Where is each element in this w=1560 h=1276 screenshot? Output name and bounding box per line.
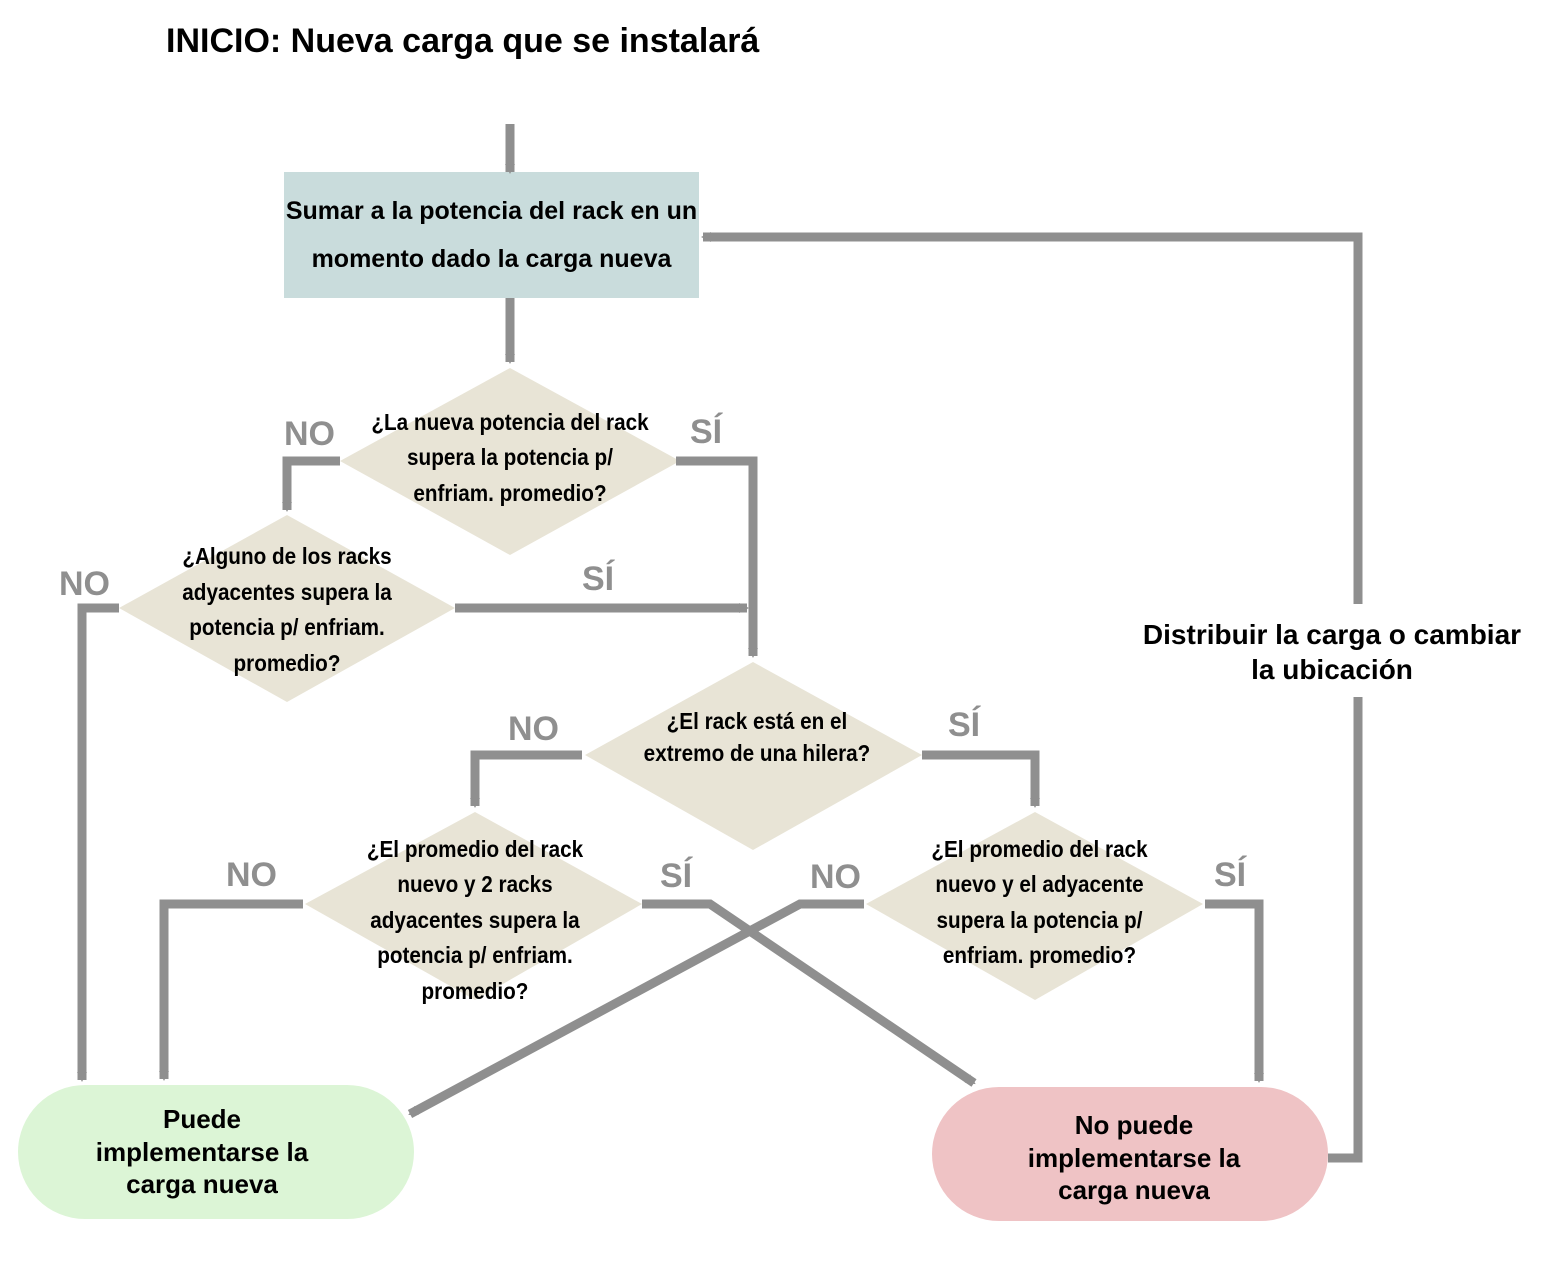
connectors (77, 124, 1363, 1163)
text-line: promedio? (233, 649, 341, 676)
text-line: nuevo y el adyacente (935, 871, 1144, 897)
text-line: adyacentes supera la (370, 906, 580, 933)
text-line: potencia p/ enfriam. (189, 614, 385, 640)
text-line: Sumar a la potencia del rack en un (285, 197, 698, 225)
decision-diamond-4 (305, 812, 642, 1000)
loop-text-distribuir: Distribuir la carga o cambiar la ubicaci… (1118, 612, 1546, 692)
text-line: carga nueva (1058, 1175, 1210, 1206)
text-line: supera la potencia p/ (407, 444, 613, 471)
process-box-sumar (284, 172, 699, 298)
text-line: Distribuir la carga o cambiar (1142, 619, 1522, 650)
edge-d3-si (922, 750, 1040, 808)
edge-label-d5-no: NO (810, 858, 861, 896)
decision-text-2: ¿Alguno de los racks adyacentes supera l… (136, 525, 438, 695)
decision-diamond-2 (119, 515, 455, 702)
text-line: nuevo y 2 racks (397, 871, 553, 898)
edge-label-d1-si: SÍ (690, 413, 723, 451)
text-line: carga nueva (126, 1169, 278, 1200)
edge-label-d2-no: NO (59, 565, 110, 603)
decision-text-5: ¿El promedio del rack nuevo y el adyacen… (883, 830, 1195, 975)
text-line: adyacentes supera la (182, 578, 392, 605)
edge-label-d4-si: SÍ (660, 857, 693, 895)
edge-loop-upper (701, 232, 1363, 604)
edge-d5-si (1205, 899, 1264, 1083)
terminal-text-puede: Puede implementarse la carga nueva (18, 1100, 386, 1204)
edge-label-d2-si: SÍ (582, 560, 615, 598)
text-line: ¿El promedio del rack (931, 835, 1148, 862)
terminal-no-puede (932, 1087, 1328, 1221)
edge-label-d3-no: NO (508, 710, 559, 748)
process-text-sumar: Sumar a la potencia del rack en un momen… (250, 172, 733, 298)
text-line: momento dado la carga nueva (311, 245, 672, 273)
decision-text-1: ¿La nueva potencia del rack supera la po… (357, 378, 663, 538)
decision-diamond-1 (340, 368, 680, 555)
edge-d1-si (676, 456, 758, 658)
text-line: potencia p/ enfriam. (377, 942, 573, 969)
edge-loop-lower (1328, 697, 1363, 1163)
edge-d5-no (407, 899, 864, 1118)
terminal-text-no-puede: No puede implementarse la carga nueva (940, 1106, 1328, 1210)
edge-label-d1-no: NO (284, 415, 335, 453)
text-line: supera la potencia p/ (936, 906, 1143, 933)
text-line: Puede (162, 1104, 242, 1135)
diagram-title: INICIO: Nueva carga que se instalará (166, 22, 760, 60)
edge-d1-no (282, 456, 340, 512)
text-line: ¿El promedio del rack (366, 835, 584, 862)
text-line: implementarse la (95, 1136, 309, 1167)
decision-text-4: ¿El promedio del rack nuevo y 2 racks ad… (322, 828, 628, 1013)
edge-d4-no (159, 899, 303, 1081)
edge-label-d3-si: SÍ (948, 706, 981, 744)
decision-diamond-5 (866, 812, 1203, 1000)
decision-diamond-3 (585, 662, 922, 850)
text-line: enfriam. promedio? (942, 942, 1137, 968)
edge-d3-no (470, 750, 582, 808)
text-line: ¿El rack está en el (666, 708, 848, 734)
edge-label-d4-no: NO (226, 856, 277, 894)
text-line: la ubicación (1251, 654, 1413, 685)
text-line: promedio? (421, 977, 529, 1004)
text-line: No puede (1074, 1110, 1194, 1141)
text-line: ¿La nueva potencia del rack (371, 408, 649, 435)
edge-d4-si (642, 899, 977, 1087)
text-line: extremo de una hilera? (643, 740, 871, 766)
text-line: ¿Alguno de los racks (182, 543, 392, 569)
edge-d2-no (77, 603, 119, 1082)
terminal-puede (18, 1085, 414, 1219)
edge-label-d5-si: SÍ (1214, 856, 1247, 894)
text-line: implementarse la (1027, 1142, 1241, 1173)
text-line: enfriam. promedio? (413, 479, 607, 506)
decision-text-3: ¿El rack está en el extremo de una hiler… (602, 697, 912, 777)
